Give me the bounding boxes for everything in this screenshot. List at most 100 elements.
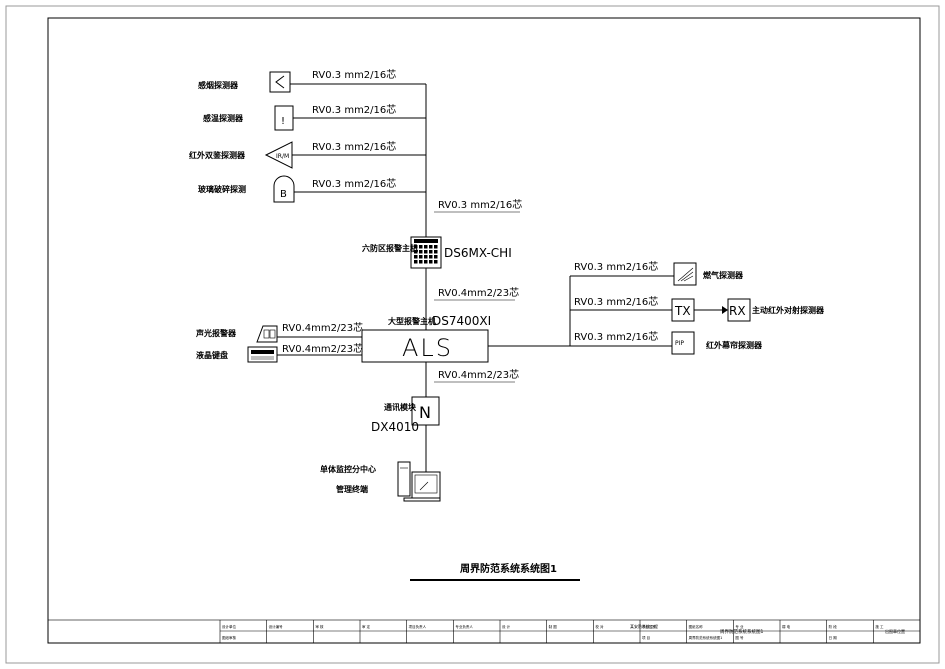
comm-module-label: 通讯模块 (384, 402, 417, 412)
computer-tower-icon (397, 461, 411, 497)
smoke-symbol-icon (275, 75, 285, 89)
main-wire-above: RV0.4mm2/23芯 (438, 286, 519, 299)
management-terminal: 单体监控分中心 管理终端 (320, 461, 441, 502)
siren-label: 声光报警器 (195, 328, 237, 338)
keypad-key-icon (424, 250, 428, 254)
screen-glare-line (419, 481, 429, 491)
comm-module-box (411, 396, 440, 426)
siren-horn-icon (269, 329, 276, 339)
beam-rx-icon (727, 298, 751, 322)
gas-symbol-icon (677, 267, 694, 282)
dual-tech-symbol: IR/M (276, 153, 289, 160)
title-block-header-cell: 图纸名称 (689, 624, 703, 629)
beam-rx-symbol: RX (729, 304, 746, 318)
beam-label: 主动红外对射探测器 (752, 305, 825, 315)
title-block-value-cell: 项 目 (642, 635, 650, 640)
keypad-key-icon (429, 245, 433, 249)
keypad-key-icon (414, 250, 418, 254)
glass-break-detector-icon (273, 175, 295, 203)
gas-detector-icon (673, 262, 697, 286)
keypad-key-icon (424, 255, 428, 259)
sheet-name: 周界防范系统系统图1 (720, 628, 763, 635)
keypad-display-icon (414, 239, 438, 243)
detector-label: 红外双鉴探测器 (189, 150, 246, 160)
comm-module-model: DX4010 (371, 420, 419, 434)
keypad-key-icon (414, 245, 418, 249)
detector-label: 感烟探测器 (198, 80, 239, 90)
right-device-gas: RV0.3 mm2/16芯 燃气探测器 (570, 260, 744, 286)
siren-wire-label: RV0.4mm2/23芯 (282, 321, 363, 334)
title-block-header-cell: 专 业 (735, 624, 744, 629)
curtain-symbol: PIP (675, 340, 684, 347)
keypad-grid-icon (414, 239, 438, 264)
right-device-beam: RV0.3 mm2/16芯 TX RX 主动红外对射探测器 (570, 295, 825, 322)
detector-row-glass-break: 玻璃破碎探测 B RV0.3 mm2/16芯 (198, 175, 426, 203)
keypad-key-icon (434, 260, 438, 264)
curtain-detector-icon (671, 331, 695, 355)
gas-wire-label: RV0.3 mm2/16芯 (574, 260, 658, 273)
computer-keyboard-icon (403, 497, 441, 502)
detector-label: 感温探测器 (203, 113, 244, 123)
title-block-frame (47, 619, 921, 644)
title-block-header-cell: 专业负责人 (455, 624, 473, 629)
keypad-key-icon (434, 255, 438, 259)
keypad-key-icon (414, 255, 418, 259)
keypad-panel-icon (410, 236, 442, 269)
computer-monitor-icon (411, 471, 441, 499)
detector-label: 玻璃破碎探测 (198, 184, 246, 194)
title-block-header-cell: 阶 段 (829, 624, 838, 629)
gas-label: 燃气探测器 (703, 270, 744, 280)
left-device-lcd-keypad: 液晶键盘 RV0.4mm2/23芯 (196, 342, 363, 363)
detector-row-smoke: 感烟探测器 RV0.3 mm2/16芯 (198, 68, 426, 93)
six-zone-label: 六防区报警主机 (362, 243, 418, 253)
lcd-keypad-icon (247, 346, 278, 363)
siren-lamp-icon (263, 329, 270, 339)
keypad-key-icon (424, 260, 428, 264)
glass-break-symbol: B (280, 189, 287, 200)
beam-arrow-icon (722, 306, 728, 314)
project-name: 某安防系统工程 (630, 623, 658, 629)
title-block-value-cell: 日 期 (829, 635, 838, 640)
title-block-header-cell: 审 定 (362, 624, 371, 629)
comm-module: 通讯模块 N DX4010 (371, 396, 440, 434)
main-panel-box-label: ALS (402, 334, 453, 362)
title-block: 设计单位图纸审核设计编号审 核审 定项目负责人专业负责人设 计制 图校 对项目名… (47, 619, 921, 644)
beam-tx-symbol: TX (674, 304, 691, 318)
title-block-value-cell: 图纸审核 (222, 635, 236, 640)
drawing-title: 周界防范系统系统图1 (460, 562, 557, 575)
title-block-header-cell: 制 图 (549, 624, 558, 629)
smoke-detector-icon (269, 71, 291, 93)
detector-row-dual-tech: 红外双鉴探测器 IR/M RV0.3 mm2/16芯 (189, 140, 426, 169)
trunk-wire-label-top: RV0.3 mm2/16芯 (438, 198, 522, 211)
main-wire-below: RV0.4mm2/23芯 (438, 368, 519, 381)
outer-border (5, 5, 940, 664)
main-panel-model: DS7400XI (432, 314, 491, 328)
title-block-header-cell: 审 核 (315, 624, 324, 629)
terminal-label-line2: 管理终端 (336, 484, 368, 494)
title-block-header-cell: 设计单位 (222, 624, 236, 629)
keypad-key-icon (419, 245, 423, 249)
title-block-header-cell: 弱 电 (782, 624, 791, 629)
curtain-label: 红外幕帘探测器 (706, 340, 763, 350)
detector-row-heat: 感温探测器 ! RV0.3 mm2/16芯 (203, 103, 426, 131)
terminal-label-line1: 单体监控分中心 (320, 464, 376, 474)
lcd-screen-icon (251, 350, 274, 354)
title-block-header-cell: 施 工 (875, 624, 884, 629)
keypad-key-icon (424, 245, 428, 249)
beam-wire-label: RV0.3 mm2/16芯 (574, 295, 658, 308)
left-device-siren: 声光报警器 RV0.4mm2/23芯 (195, 321, 363, 343)
detector-wire-label: RV0.3 mm2/16芯 (312, 103, 396, 116)
keypad-key-icon (419, 260, 423, 264)
strobe-siren-icon (256, 325, 278, 343)
keypad-key-icon (429, 250, 433, 254)
title-block-value-cell: 周界防范系统系统图1 (689, 635, 723, 640)
heat-symbol: ! (281, 116, 285, 127)
keypad-key-icon (419, 255, 423, 259)
title-block-header-cell: 项目名称 (642, 624, 656, 629)
keypad-wire-label: RV0.4mm2/23芯 (282, 342, 363, 355)
curtain-wire-label: RV0.3 mm2/16芯 (574, 330, 658, 343)
main-panel-label: 大型报警主机 (388, 316, 436, 326)
six-zone-model: DS6MX-CHI (444, 246, 512, 260)
keypad-key-icon (414, 260, 418, 264)
detector-wire-label: RV0.3 mm2/16芯 (312, 68, 396, 81)
